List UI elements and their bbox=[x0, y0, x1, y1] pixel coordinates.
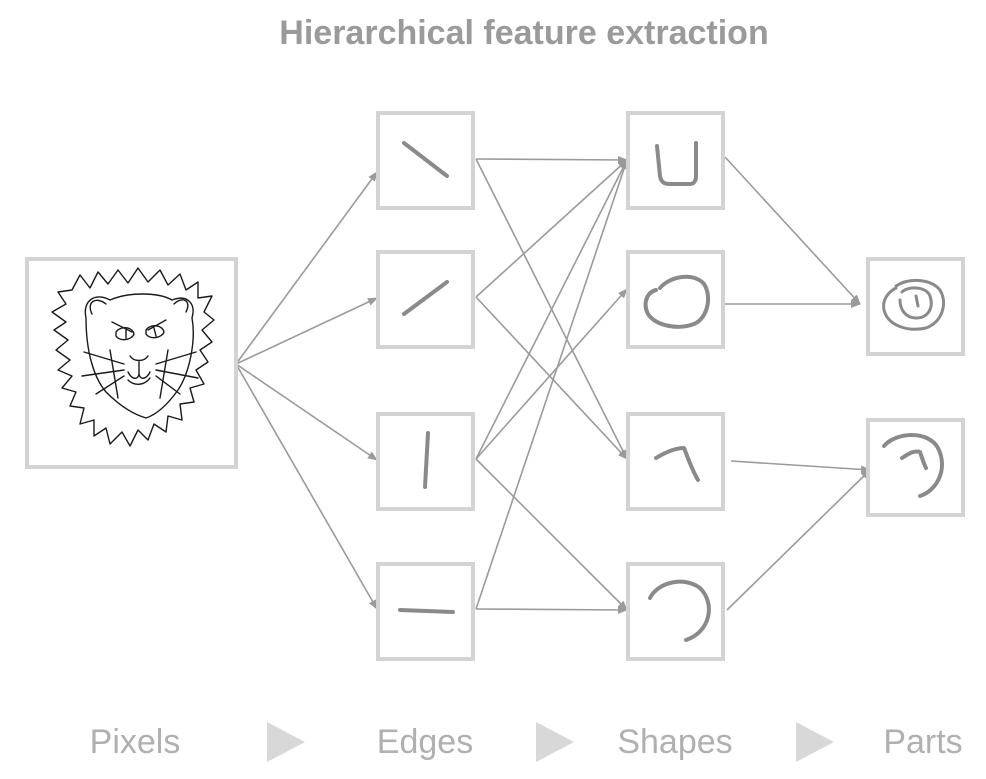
connector-arrow-shape-4-to-part-2 bbox=[726, 469, 871, 611]
node-edge-3 bbox=[376, 412, 475, 511]
node-box bbox=[626, 412, 725, 511]
connector-arrow-lion-to-edge-1 bbox=[235, 171, 378, 365]
connector-arrow-shape-3-to-part-2 bbox=[730, 460, 871, 474]
stage-arrow-icon bbox=[267, 722, 305, 762]
connector-arrow-lion-to-edge-4 bbox=[235, 363, 378, 610]
horizontal-stroke-icon bbox=[398, 608, 455, 614]
connector-arrow-edge-3-to-shape-2 bbox=[475, 288, 628, 460]
stage-arrow-icon bbox=[796, 722, 834, 762]
connector-arrow-edge-1-to-shape-1 bbox=[475, 155, 628, 164]
diagonal-down-stroke-icon bbox=[402, 141, 449, 178]
stage-label-shapes: Shapes bbox=[617, 723, 732, 761]
connection-layer bbox=[235, 155, 871, 614]
ear-part-icon bbox=[882, 433, 944, 498]
node-shape-2 bbox=[626, 250, 725, 349]
connector-arrow-edge-3-to-shape-1 bbox=[475, 159, 628, 460]
connector-arrow-lion-to-edge-2 bbox=[235, 297, 378, 365]
node-shape-4 bbox=[626, 562, 725, 661]
stage-arrow-icon bbox=[536, 722, 574, 762]
diagram-title: Hierarchical feature extraction bbox=[279, 14, 768, 52]
node-part-1 bbox=[866, 257, 965, 356]
diagonal-up-stroke-icon bbox=[402, 280, 449, 316]
node-edge-4 bbox=[376, 562, 475, 661]
connector-arrow-shape-1-to-part-1 bbox=[724, 156, 861, 305]
connector-arrow-edge-4-to-shape-4 bbox=[475, 605, 628, 614]
node-shape-1 bbox=[626, 111, 725, 210]
node-shape-3 bbox=[626, 412, 725, 511]
u-shape-icon bbox=[655, 141, 698, 186]
vertical-stroke-icon bbox=[423, 431, 430, 489]
node-edge-2 bbox=[376, 250, 475, 349]
connector-arrow-edge-3-to-shape-4 bbox=[475, 458, 628, 611]
connector-arrow-edge-2-to-shape-1 bbox=[475, 159, 628, 298]
node-part-2 bbox=[866, 418, 965, 517]
node-box bbox=[626, 111, 725, 210]
node-edge-1 bbox=[376, 111, 475, 210]
connector-arrow-edge-4-to-shape-1 bbox=[475, 159, 628, 610]
stage-label-pixels: Pixels bbox=[90, 723, 181, 761]
lion-sketch-icon bbox=[51, 267, 215, 447]
node-box bbox=[25, 257, 238, 469]
node-pixels-lion bbox=[25, 257, 238, 469]
connector-arrow-lion-to-edge-3 bbox=[235, 363, 378, 461]
corner-shape-icon bbox=[654, 446, 700, 482]
arc-shape-icon bbox=[648, 579, 711, 642]
stage-label-parts: Parts bbox=[883, 723, 962, 761]
stage-label-edges: Edges bbox=[377, 723, 473, 761]
circle-shape-icon bbox=[643, 274, 711, 329]
connector-arrow-edge-2-to-shape-3 bbox=[475, 296, 628, 460]
eye-part-icon bbox=[882, 279, 945, 331]
